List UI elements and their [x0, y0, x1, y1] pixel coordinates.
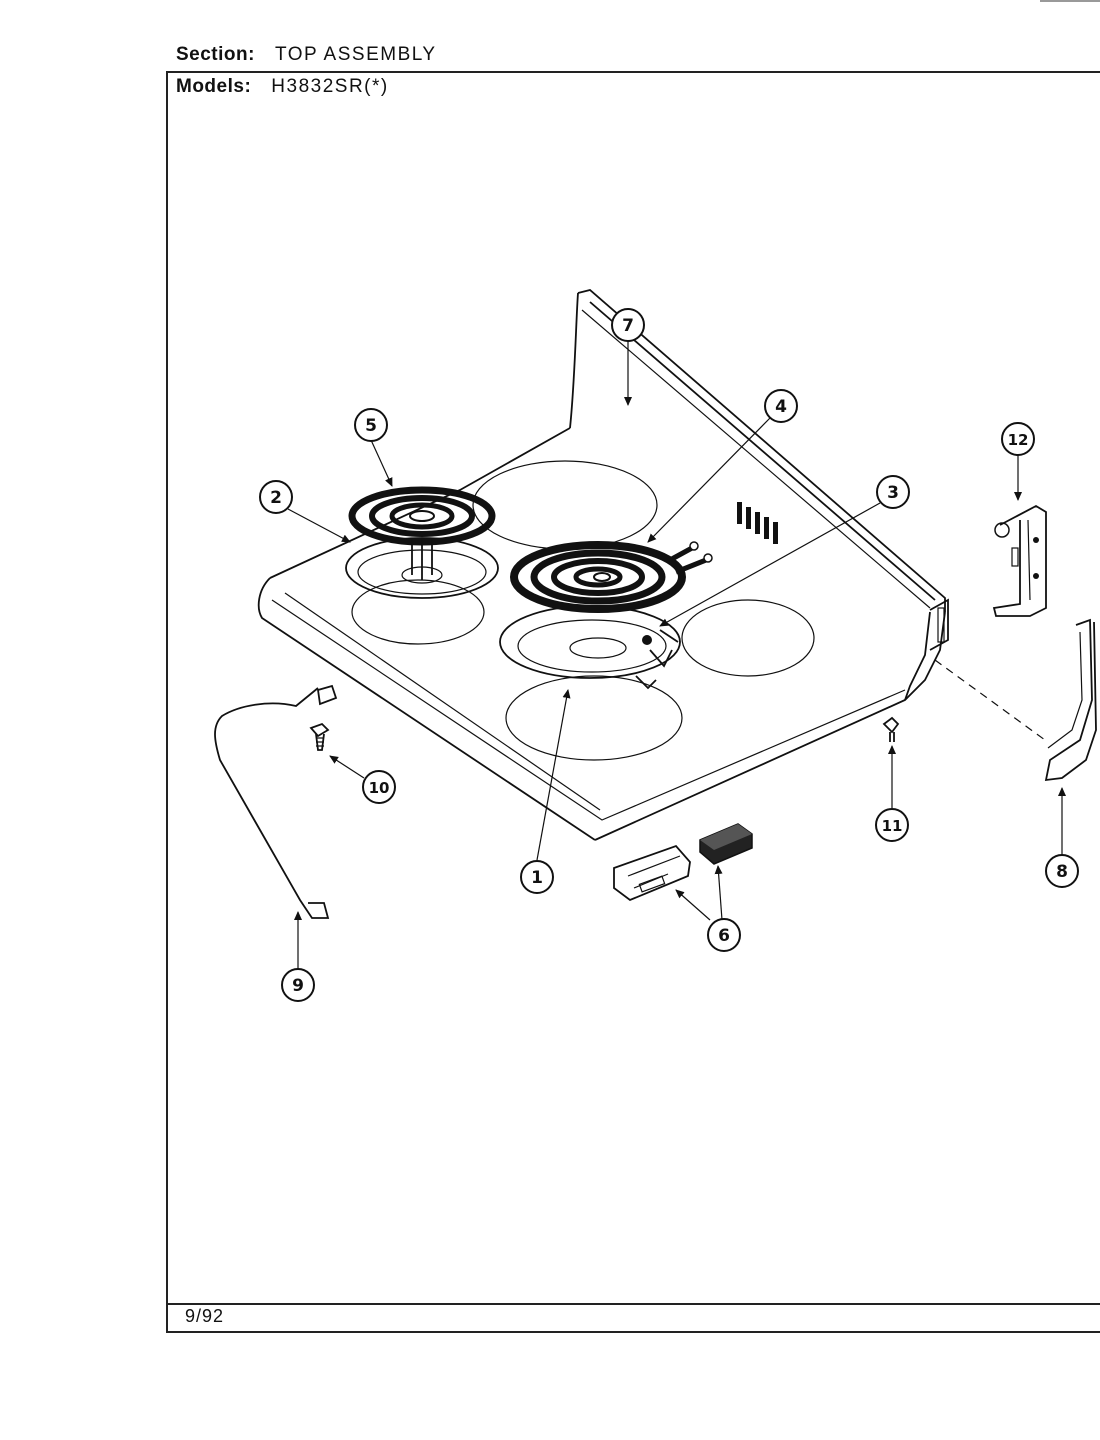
callout-label: 1 [531, 868, 543, 888]
callout-label: 2 [270, 488, 282, 508]
clip-part [882, 716, 900, 742]
callout-label: 12 [1008, 431, 1029, 449]
element-receptacle [642, 629, 679, 668]
section-value: TOP ASSEMBLY [274, 44, 437, 65]
burner-opening-rear-right [681, 599, 815, 677]
callout-label: 8 [1056, 862, 1068, 882]
callout-1: 1 [520, 860, 554, 894]
callout-label: 10 [369, 779, 390, 797]
callout-4: 4 [764, 389, 798, 423]
ground-wire [214, 684, 338, 919]
models-value: H3832SR(*) [271, 76, 389, 97]
footer-rule [166, 1303, 1100, 1305]
frame-left-rule [166, 71, 168, 1333]
screw-part [309, 722, 330, 751]
burner-opening-rear-left [472, 460, 658, 550]
callout-9: 9 [281, 968, 315, 1002]
callout-label: 3 [887, 483, 899, 503]
callout-10: 10 [362, 770, 396, 804]
surface-element-small [348, 486, 496, 580]
frame-top-rule [166, 71, 1100, 73]
callout-12: 12 [1001, 422, 1035, 456]
callout-label: 6 [718, 926, 730, 946]
hinge-bracket [992, 504, 1047, 617]
callout-label: 9 [292, 976, 304, 996]
callout-label: 4 [775, 397, 787, 417]
burner-opening-front-right [505, 675, 683, 761]
callout-2: 2 [259, 480, 293, 514]
terminal-block-and-switch [613, 823, 753, 902]
surface-element-large [510, 541, 713, 613]
corner-mark [1040, 0, 1100, 2]
models-heading: Models: H3832SR(*) [176, 76, 389, 98]
callout-label: 7 [622, 316, 634, 336]
callout-3: 3 [876, 475, 910, 509]
section-label: Section: [176, 44, 255, 65]
vent-slots [737, 502, 778, 544]
models-label: Models: [176, 76, 252, 97]
callout-6: 6 [707, 918, 741, 952]
callout-label: 11 [882, 817, 903, 835]
alignment-dash-line [934, 659, 1046, 741]
section-heading: Section: TOP ASSEMBLY [176, 44, 437, 66]
side-trim [1044, 618, 1097, 782]
footer-date: 9/92 [185, 1306, 225, 1326]
callout-label: 5 [365, 416, 377, 436]
callout-7: 7 [611, 308, 645, 342]
burner-opening-front-left [351, 579, 485, 645]
cooktop-panel [257, 289, 949, 841]
callout-5: 5 [354, 408, 388, 442]
callout-8: 8 [1045, 854, 1079, 888]
callout-11: 11 [875, 808, 909, 842]
frame-bottom-rule [166, 1331, 1100, 1333]
leader-lines [287, 339, 1066, 970]
